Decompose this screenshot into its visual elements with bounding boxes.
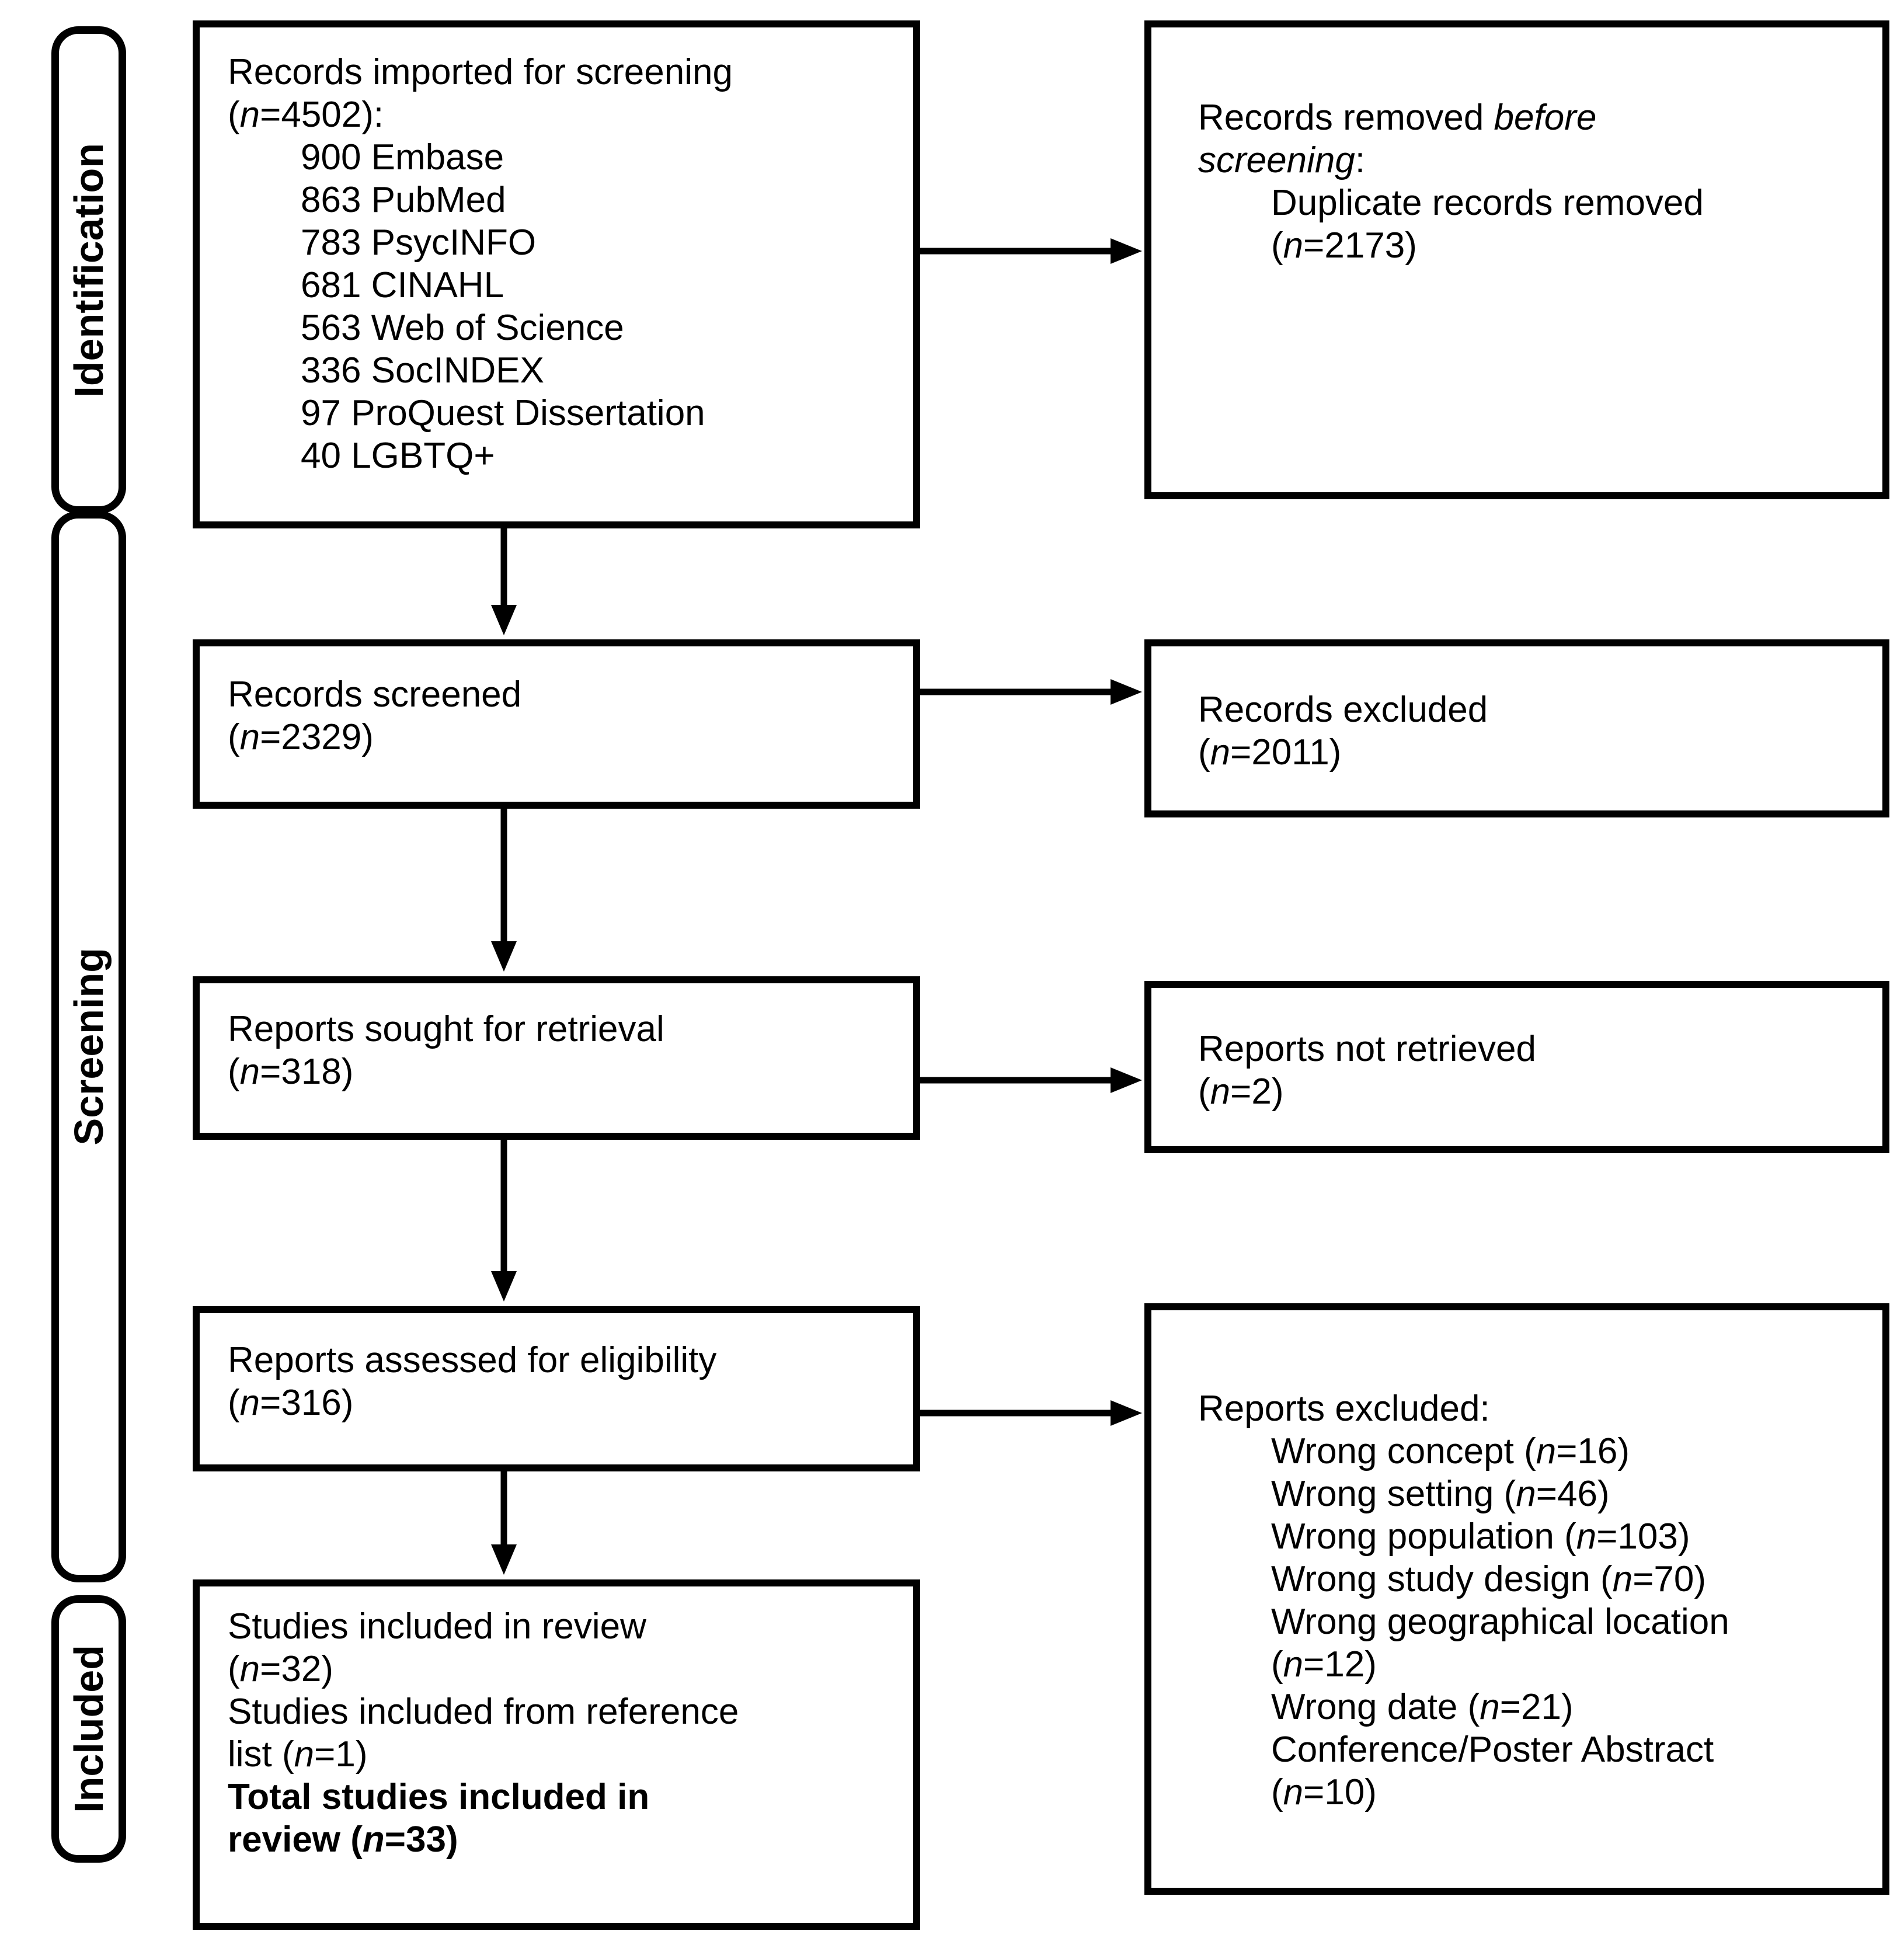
- text-line: Reports assessed for eligibility: [228, 1340, 717, 1380]
- text-line: Total studies included in: [228, 1777, 650, 1817]
- box-reports-not-retrieved: Reports not retrieved(n=2): [1144, 981, 1889, 1153]
- text-line: (n=318): [228, 1052, 354, 1092]
- text-line: 900 Embase: [301, 137, 504, 178]
- arrow-imported-to-screened: [491, 528, 517, 635]
- box-reports-sought: Reports sought for retrieval(n=318): [193, 976, 920, 1140]
- text-line: Reports sought for retrieval: [228, 1009, 664, 1049]
- arrow-imported-to-removed: [920, 238, 1142, 264]
- text-line: Wrong date (n=21): [1271, 1687, 1574, 1727]
- box-records-excluded: Records excluded(n=2011): [1144, 639, 1889, 817]
- text-line: Duplicate records removed: [1271, 183, 1704, 223]
- text-line: Reports not retrieved: [1198, 1029, 1536, 1069]
- text-line: Studies included in review: [228, 1606, 646, 1647]
- arrow-assessed-to-reports-excluded: [920, 1400, 1142, 1426]
- text-line: Records excluded: [1198, 690, 1488, 730]
- text-line: 681 CINAHL: [301, 265, 504, 305]
- text-line: review (n=33): [228, 1819, 458, 1860]
- box-records-screened: Records screened(n=2329): [193, 639, 920, 809]
- box-reports-assessed: Reports assessed for eligibility(n=316): [193, 1306, 920, 1471]
- arrow-sought-to-assessed: [491, 1140, 517, 1302]
- text-line: Records screened: [228, 674, 522, 715]
- text-line: 97 ProQuest Dissertation: [301, 393, 705, 433]
- text-line: Reports excluded:: [1198, 1389, 1490, 1429]
- text-line: Wrong setting (n=46): [1271, 1474, 1610, 1514]
- stage-identification: Identification: [51, 26, 126, 514]
- stage-identification-label: Identification: [66, 142, 112, 398]
- text-line: (n=4502):: [228, 95, 384, 135]
- text-line: Conference/Poster Abstract: [1271, 1730, 1714, 1770]
- text-line: Wrong concept (n=16): [1271, 1431, 1630, 1471]
- arrow-assessed-to-included: [491, 1471, 517, 1575]
- stage-screening: Screening: [51, 511, 126, 1582]
- arrow-sought-to-not-retrieved: [920, 1067, 1142, 1093]
- text-line: (n=316): [228, 1383, 354, 1423]
- box-records-imported: Records imported for screening(n=4502):9…: [193, 20, 920, 528]
- text-line: 783 PsycINFO: [301, 222, 537, 263]
- text-line: Studies included from reference: [228, 1692, 739, 1732]
- text-line: (n=12): [1271, 1644, 1377, 1685]
- text-line: Records imported for screening: [228, 52, 733, 92]
- text-line: (n=2173): [1271, 225, 1417, 266]
- box-reports-excluded: Reports excluded:Wrong concept (n=16)Wro…: [1144, 1303, 1889, 1895]
- text-line: (n=2): [1198, 1071, 1284, 1112]
- arrow-screened-to-excluded: [920, 679, 1142, 705]
- text-line: (n=2329): [228, 717, 374, 757]
- text-line: 336 SocINDEX: [301, 350, 544, 391]
- text-line: 40 LGBTQ+: [301, 436, 495, 476]
- text-line: Records removed before: [1198, 98, 1597, 138]
- text-line: (n=2011): [1198, 732, 1342, 773]
- stage-screening-label: Screening: [66, 948, 112, 1146]
- text-line: (n=10): [1271, 1772, 1377, 1812]
- text-line: list (n=1): [228, 1734, 368, 1774]
- stage-included-label: Included: [66, 1645, 112, 1813]
- text-line: Wrong geographical location: [1271, 1602, 1729, 1642]
- arrow-screened-to-sought: [491, 809, 517, 972]
- text-line: (n=32): [228, 1649, 333, 1689]
- text-line: screening:: [1198, 140, 1366, 180]
- stage-included: Included: [51, 1595, 126, 1863]
- text-line: Wrong study design (n=70): [1271, 1559, 1707, 1599]
- text-line: Wrong population (n=103): [1271, 1516, 1690, 1557]
- text-line: 863 PubMed: [301, 180, 506, 220]
- box-studies-included: Studies included in review(n=32)Studies …: [193, 1579, 920, 1930]
- text-line: 563 Web of Science: [301, 308, 624, 348]
